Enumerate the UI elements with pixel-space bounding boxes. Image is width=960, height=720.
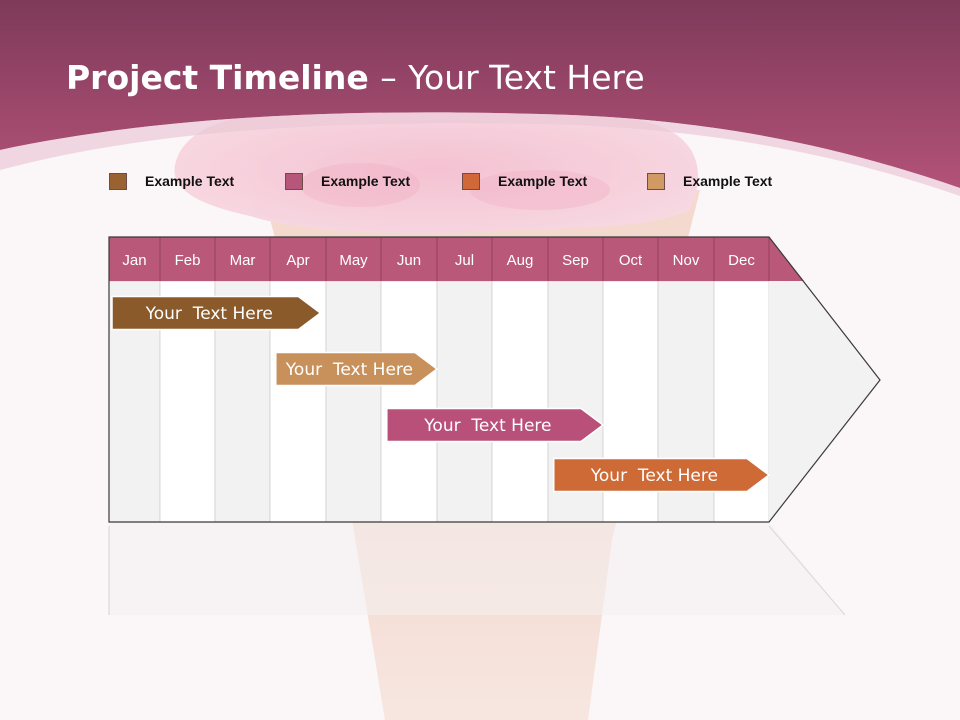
month-label-mar: Mar [230, 252, 256, 269]
month-label-may: May [339, 252, 368, 269]
legend-item: Example Text [647, 170, 772, 192]
task-label: Your Text Here [145, 304, 273, 324]
title-bold-part: Project Timeline [66, 58, 369, 97]
month-label-nov: Nov [673, 252, 700, 269]
legend-label: Example Text [321, 173, 411, 189]
title-rest-part: Your Text Here [408, 58, 645, 97]
legend-label: Example Text [683, 173, 773, 189]
month-label-aug: Aug [507, 252, 534, 269]
task-arrow [275, 351, 439, 387]
task-arrow [111, 295, 322, 331]
timeline-outline [108, 236, 881, 523]
legend-item: Example Text [462, 170, 587, 192]
month-label-jan: Jan [122, 252, 146, 269]
legend-swatch [462, 172, 480, 190]
header-band [0, 0, 960, 188]
month-label-apr: Apr [286, 252, 309, 269]
legend-label: Example Text [145, 173, 235, 189]
task-label: Your Text Here [423, 416, 551, 436]
task-arrow [553, 457, 771, 493]
legend-swatch [647, 172, 665, 190]
legend-item: Example Text [285, 170, 410, 192]
reflection-edge [768, 525, 846, 616]
month-label-oct: Oct [619, 252, 643, 269]
timeline-arrowhead [769, 281, 880, 522]
slide-title: Project Timeline – Your Text Here [66, 58, 645, 97]
month-label-dec: Dec [728, 252, 755, 269]
month-column [436, 280, 493, 523]
task-label: Your Text Here [590, 466, 718, 486]
month-label-feb: Feb [175, 252, 201, 269]
month-column [380, 280, 438, 523]
legend-swatch [109, 172, 127, 190]
legend-item: Example Text [109, 170, 234, 192]
month-label-jun: Jun [397, 252, 421, 269]
month-label-sep: Sep [562, 252, 589, 269]
month-column [325, 280, 382, 523]
month-column [491, 280, 549, 523]
month-header-band [109, 237, 769, 281]
title-separator: – [380, 58, 397, 97]
legend-swatch [285, 172, 303, 190]
timeline-reflection [109, 522, 845, 615]
legend: Example Text Example Text Example Text E… [0, 170, 960, 194]
header-highlight [0, 112, 960, 196]
task-arrow [386, 407, 605, 443]
legend-label: Example Text [498, 173, 588, 189]
month-label-jul: Jul [455, 252, 474, 269]
task-label: Your Text Here [285, 360, 413, 380]
